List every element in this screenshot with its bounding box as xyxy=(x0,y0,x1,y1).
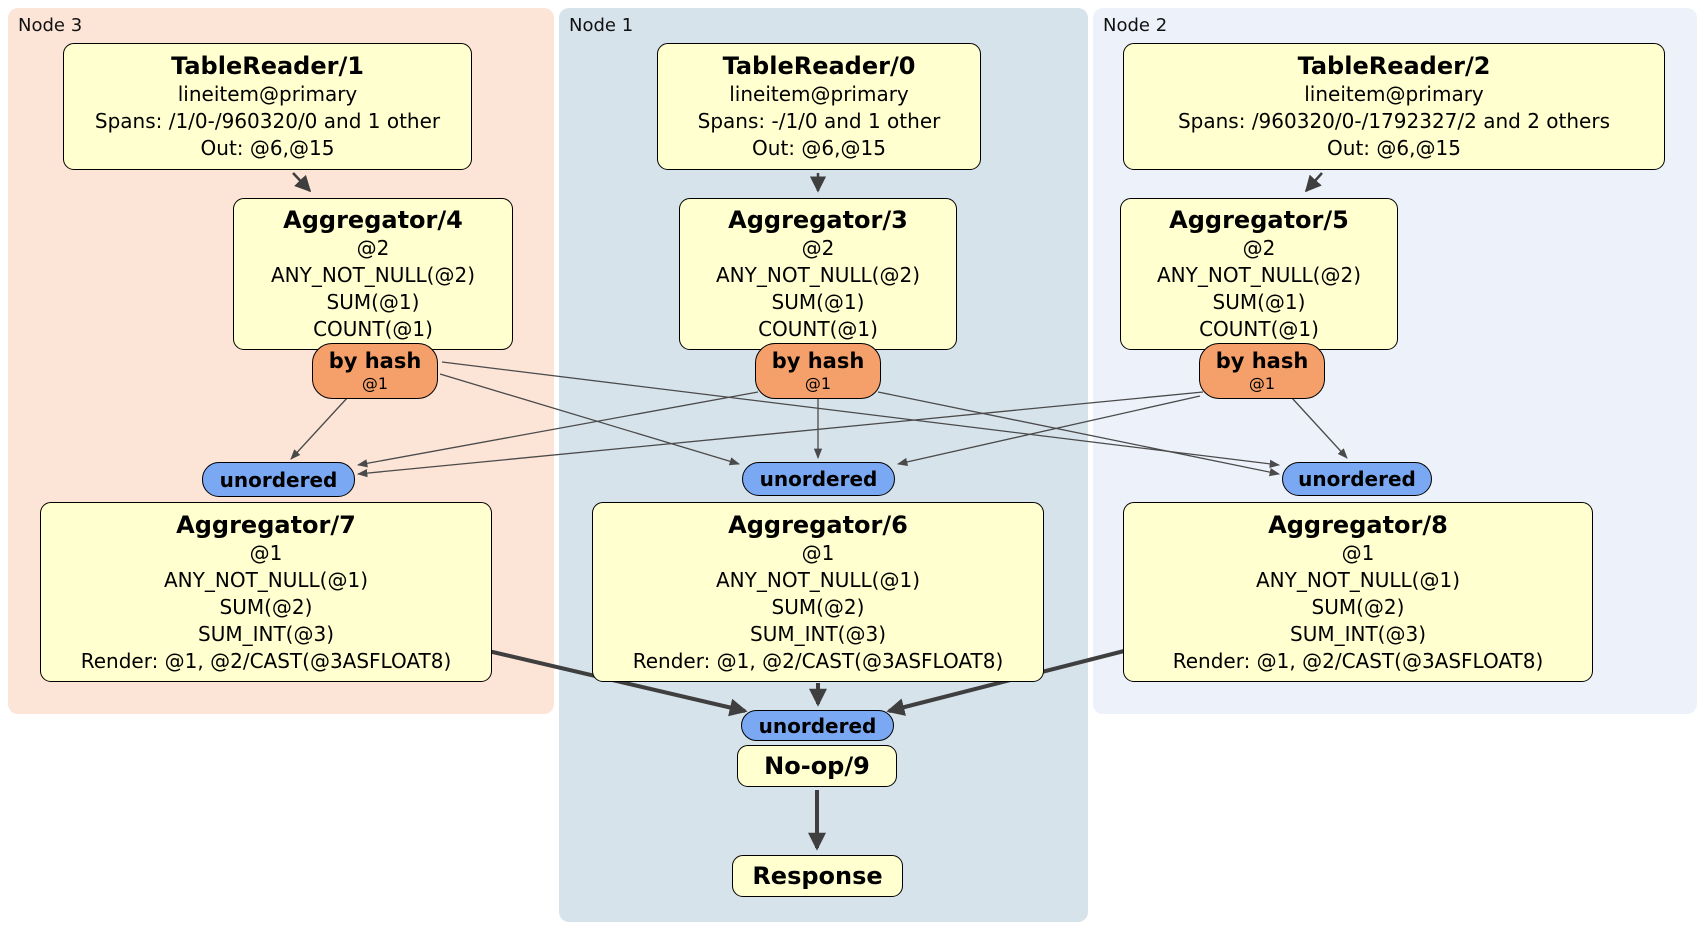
router-columns: @1 xyxy=(361,373,389,393)
processor-aggregator-5: Aggregator/5 @2 ANY_NOT_NULL(@2) SUM(@1)… xyxy=(1120,198,1398,350)
processor-detail: ANY_NOT_NULL(@2) xyxy=(1157,263,1361,287)
edge-byhash4-unordered7 xyxy=(290,396,349,460)
router-label: by hash xyxy=(328,348,422,373)
processor-title: Aggregator/6 xyxy=(728,510,908,539)
processor-detail: Out: @6,@15 xyxy=(1327,136,1461,160)
processor-aggregator-6: Aggregator/6 @1 ANY_NOT_NULL(@1) SUM(@2)… xyxy=(592,502,1044,682)
edge-tablereader2-aggregator5 xyxy=(1304,172,1323,193)
processor-detail: COUNT(@1) xyxy=(313,317,433,341)
processor-detail: @2 xyxy=(356,236,390,260)
processor-title: No-op/9 xyxy=(764,752,870,780)
processor-detail: SUM(@1) xyxy=(1212,290,1306,314)
processor-detail: lineitem@primary xyxy=(729,82,909,106)
processor-tablereader-0: TableReader/0 lineitem@primary Spans: -/… xyxy=(657,43,981,170)
processor-detail: Out: @6,@15 xyxy=(200,136,335,160)
processor-detail: ANY_NOT_NULL(@1) xyxy=(164,567,368,592)
processor-detail: Spans: /1/0-/960320/0 and 1 other xyxy=(94,109,441,133)
processor-detail: SUM(@2) xyxy=(771,594,865,619)
processor-title: Aggregator/7 xyxy=(176,510,356,539)
processor-detail: SUM_INT(@3) xyxy=(1290,621,1426,646)
stream-unordered-9: unordered xyxy=(741,710,894,741)
processor-tablereader-1: TableReader/1 lineitem@primary Spans: /1… xyxy=(63,43,472,170)
stream-unordered-7: unordered xyxy=(202,462,355,497)
processor-detail: SUM(@2) xyxy=(1311,594,1405,619)
router-columns: @1 xyxy=(804,373,832,393)
stream-label: unordered xyxy=(759,467,878,491)
processor-detail: SUM(@2) xyxy=(219,594,313,619)
processor-detail: ANY_NOT_NULL(@1) xyxy=(716,567,920,592)
processor-response: Response xyxy=(732,855,903,897)
router-columns: @1 xyxy=(1248,373,1276,393)
processor-title: Aggregator/5 xyxy=(1169,206,1349,234)
processor-detail: Render: @1, @2/CAST(@3ASFLOAT8) xyxy=(80,648,452,673)
edge-byhash3-unordered8 xyxy=(877,391,1281,477)
processor-title: TableReader/1 xyxy=(171,52,364,80)
processor-detail: @1 xyxy=(249,540,283,565)
edge-byhash5-unordered6 xyxy=(896,395,1201,467)
edge-byhash4-unordered8 xyxy=(441,361,1281,468)
processor-detail: Spans: -/1/0 and 1 other xyxy=(697,109,941,133)
edge-byhash5-unordered7 xyxy=(356,391,1204,478)
stream-unordered-6: unordered xyxy=(742,462,895,496)
processor-title: Aggregator/3 xyxy=(728,206,908,234)
processor-aggregator-4: Aggregator/4 @2 ANY_NOT_NULL(@2) SUM(@1)… xyxy=(233,198,513,350)
edge-byhash5-unordered8 xyxy=(1291,397,1348,459)
stream-label: unordered xyxy=(219,467,338,492)
region-node-2-label: Node 2 xyxy=(1103,15,1168,36)
region-node-1-label: Node 1 xyxy=(569,15,634,36)
processor-detail: @1 xyxy=(1341,540,1375,565)
stream-label: unordered xyxy=(758,713,877,738)
processor-detail: SUM(@1) xyxy=(771,290,865,314)
region-node-3-label: Node 3 xyxy=(18,15,83,36)
processor-detail: SUM_INT(@3) xyxy=(750,621,886,646)
processor-detail: COUNT(@1) xyxy=(758,317,878,341)
processor-title: Aggregator/4 xyxy=(283,206,463,234)
processor-detail: SUM_INT(@3) xyxy=(198,621,334,646)
processor-aggregator-8: Aggregator/8 @1 ANY_NOT_NULL(@1) SUM(@2)… xyxy=(1123,502,1593,682)
processor-detail: @2 xyxy=(1242,236,1276,260)
processor-detail: SUM(@1) xyxy=(326,290,420,314)
processor-detail: ANY_NOT_NULL(@1) xyxy=(1256,567,1460,592)
processor-detail: Render: @1, @2/CAST(@3ASFLOAT8) xyxy=(1172,648,1544,673)
edge-tablereader1-aggregator4 xyxy=(292,172,312,193)
processor-aggregator-3: Aggregator/3 @2 ANY_NOT_NULL(@2) SUM(@1)… xyxy=(679,198,957,350)
processor-detail: @2 xyxy=(801,236,835,260)
processor-detail: lineitem@primary xyxy=(177,82,358,106)
processor-title: TableReader/0 xyxy=(722,52,916,80)
processor-detail: Render: @1, @2/CAST(@3ASFLOAT8) xyxy=(632,648,1004,673)
processor-title: TableReader/2 xyxy=(1297,52,1491,80)
processor-detail: @1 xyxy=(801,540,835,565)
processor-noop-9: No-op/9 xyxy=(737,745,897,787)
router-by-hash-4: by hash @1 xyxy=(312,343,438,399)
processor-detail: Out: @6,@15 xyxy=(752,136,886,160)
processor-aggregator-7: Aggregator/7 @1 ANY_NOT_NULL(@1) SUM(@2)… xyxy=(40,502,492,682)
router-by-hash-5: by hash @1 xyxy=(1199,343,1325,399)
router-label: by hash xyxy=(771,348,865,373)
processor-detail: ANY_NOT_NULL(@2) xyxy=(271,263,475,287)
stream-unordered-8: unordered xyxy=(1282,462,1432,496)
processor-detail: Spans: /960320/0-/1792327/2 and 2 others xyxy=(1177,109,1610,133)
edge-byhash4-unordered6 xyxy=(439,373,740,466)
stream-label: unordered xyxy=(1298,467,1416,491)
processor-detail: ANY_NOT_NULL(@2) xyxy=(716,263,920,287)
processor-title: Response xyxy=(752,862,883,890)
processor-detail: lineitem@primary xyxy=(1304,82,1484,106)
processor-tablereader-2: TableReader/2 lineitem@primary Spans: /9… xyxy=(1123,43,1665,170)
edge-byhash3-unordered7 xyxy=(356,391,759,468)
router-label: by hash xyxy=(1215,348,1309,373)
processor-title: Aggregator/8 xyxy=(1268,510,1448,539)
router-by-hash-3: by hash @1 xyxy=(755,343,881,399)
processor-detail: COUNT(@1) xyxy=(1199,317,1319,341)
